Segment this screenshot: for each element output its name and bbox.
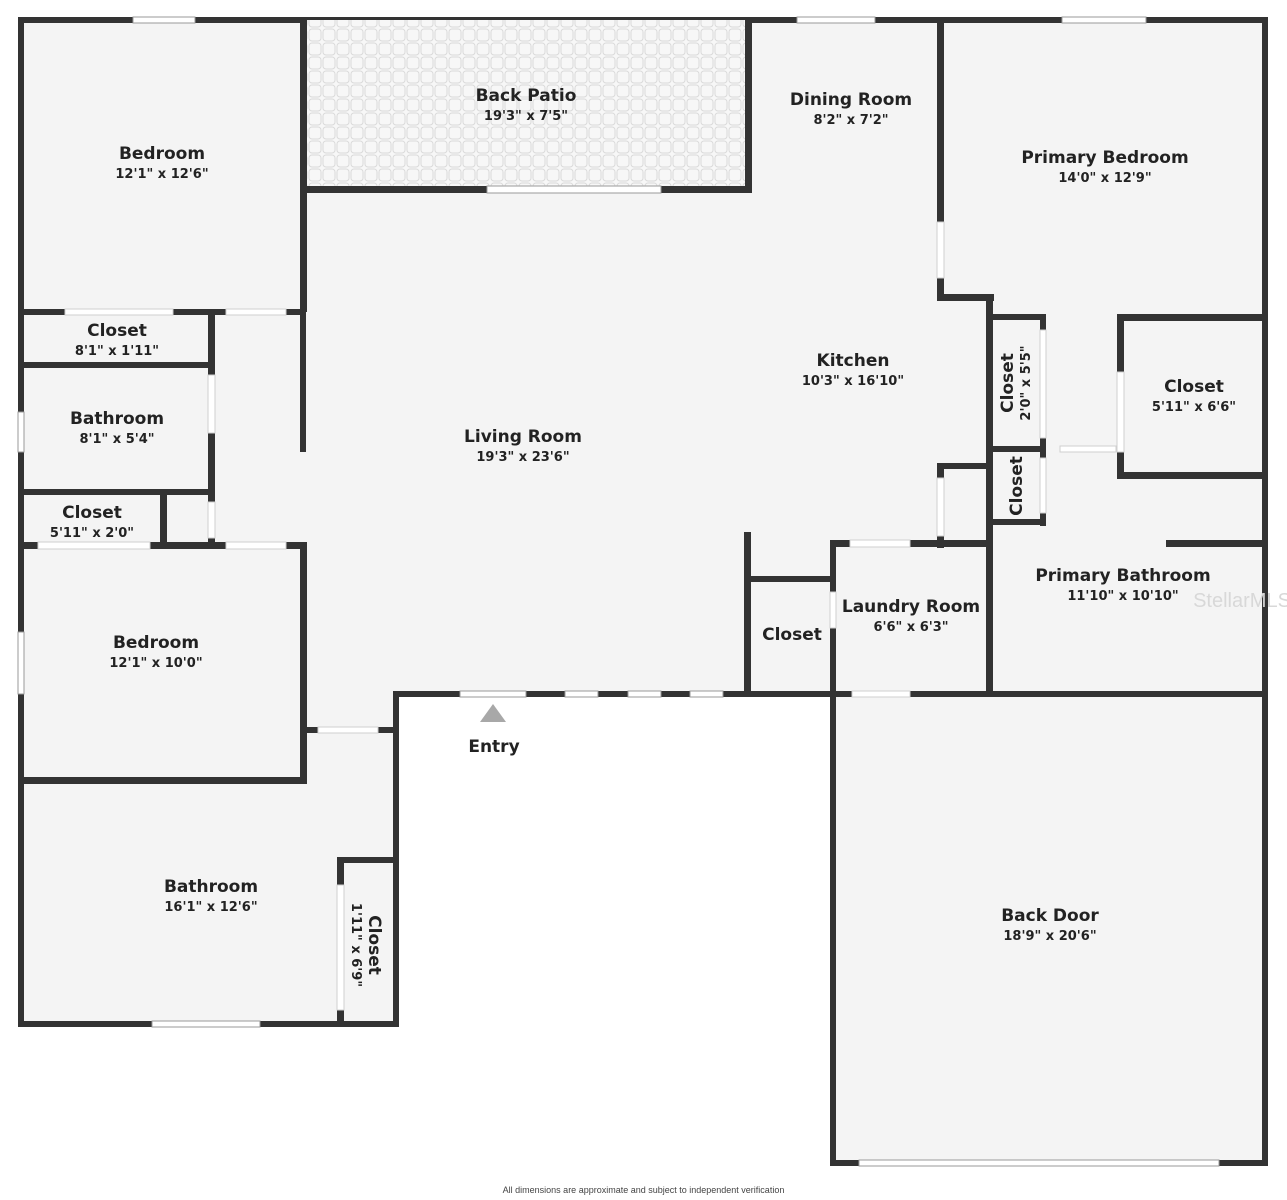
room-kitchen: Kitchen 10'3" x 16'10" — [802, 351, 904, 389]
room-name: Primary Bathroom — [1035, 566, 1210, 586]
watermark: StellarMLS — [1193, 590, 1287, 612]
room-dimensions: 8'2" x 7'2" — [813, 113, 888, 128]
room-name: Laundry Room — [842, 597, 980, 617]
window — [1061, 16, 1147, 24]
room-closet-hall-lower: Closet 5'11" x 2'0" — [50, 503, 134, 541]
garage-door — [858, 1159, 1220, 1167]
room-laundry-room: Laundry Room 6'6" x 6'3" — [842, 597, 980, 635]
room-dimensions: 19'3" x 7'5" — [484, 109, 568, 124]
entry-arrow-icon — [480, 704, 506, 722]
room-dimensions: 12'1" x 10'0" — [109, 656, 202, 671]
room-dimensions: 11'10" x 10'10" — [1067, 589, 1178, 604]
room-dimensions: 14'0" x 12'9" — [1058, 171, 1151, 186]
room-dimensions: 5'11" x 6'6" — [1152, 400, 1236, 415]
room-closet-primary-bath: Closet — [1007, 456, 1027, 516]
room-closet-hall-upper: Closet 8'1" x 1'11" — [75, 321, 159, 359]
window — [689, 690, 724, 698]
room-name: Bathroom — [164, 877, 258, 897]
window — [132, 16, 196, 24]
openings — [17, 16, 1220, 1167]
room-dimensions: 6'6" x 6'3" — [873, 620, 948, 635]
room-dimensions: 8'1" x 5'4" — [79, 432, 154, 447]
window — [627, 690, 662, 698]
room-dining-room: Dining Room 8'2" x 7'2" — [790, 90, 912, 128]
room-name: Closet — [998, 353, 1018, 413]
window — [796, 16, 876, 24]
room-dimensions: 2'0" x 5'5" — [1019, 345, 1034, 420]
doorways — [37, 221, 1125, 1011]
room-name: Dining Room — [790, 90, 912, 110]
room-name: Back Patio — [476, 86, 577, 106]
room-name: Kitchen — [817, 351, 890, 371]
room-dimensions: 16'1" x 12'6" — [164, 900, 257, 915]
window — [564, 690, 599, 698]
room-dimensions: 10'3" x 16'10" — [802, 374, 904, 389]
room-primary-bedroom: Primary Bedroom 14'0" x 12'9" — [1021, 148, 1188, 186]
room-closet-bath: Closet 1'11" x 6'9" — [348, 903, 384, 987]
room-bedroom-nw: Bedroom 12'1" x 12'6" — [115, 144, 208, 182]
room-dimensions: 5'11" x 2'0" — [50, 526, 134, 541]
room-name: Closet — [1007, 456, 1027, 516]
room-bathroom-large: Bathroom 16'1" x 12'6" — [164, 877, 258, 915]
window — [151, 1020, 261, 1028]
room-name: Bathroom — [70, 409, 164, 429]
room-name: Primary Bedroom — [1021, 148, 1188, 168]
room-bedroom-sw: Bedroom 12'1" x 10'0" — [109, 633, 202, 671]
room-back-door: Back Door 18'9" x 20'6" — [1001, 906, 1099, 944]
floor-fills — [20, 20, 1265, 1162]
window — [17, 631, 25, 695]
room-dimensions: 18'9" x 20'6" — [1003, 929, 1096, 944]
room-name: Closet — [87, 321, 147, 341]
patio-paving — [306, 20, 750, 190]
room-name: Back Door — [1001, 906, 1099, 926]
room-name: Closet — [364, 915, 384, 975]
room-living-room: Living Room 19'3" x 23'6" — [464, 427, 582, 465]
room-back-patio: Back Patio 19'3" x 7'5" — [476, 86, 577, 124]
room-labels: Bedroom 12'1" x 12'6" Back Patio 19'3" x… — [50, 86, 1236, 987]
room-dimensions: 8'1" x 1'11" — [75, 344, 159, 359]
entry-door — [459, 690, 527, 698]
window — [17, 411, 25, 453]
patio-door — [486, 185, 662, 194]
room-name: Closet — [1164, 377, 1224, 397]
room-dimensions: 1'11" x 6'9" — [348, 903, 363, 987]
room-name: Bedroom — [119, 144, 205, 164]
room-name: Closet — [762, 625, 822, 645]
room-dimensions: 19'3" x 23'6" — [476, 450, 569, 465]
room-dimensions: 12'1" x 12'6" — [115, 167, 208, 182]
room-primary-bathroom: Primary Bathroom 11'10" x 10'10" — [1035, 566, 1210, 604]
room-closet-primary-narrow: Closet 2'0" x 5'5" — [998, 345, 1034, 420]
room-closet-primary-walkin: Closet 5'11" x 6'6" — [1152, 377, 1236, 415]
room-closet-laundry: Closet — [762, 625, 822, 645]
room-name: Bedroom — [113, 633, 199, 653]
room-bathroom-hall: Bathroom 8'1" x 5'4" — [70, 409, 164, 447]
footer-disclaimer: All dimensions are approximate and subje… — [502, 1185, 785, 1195]
entry-label: Entry — [468, 737, 519, 757]
room-name: Living Room — [464, 427, 582, 447]
room-name: Closet — [62, 503, 122, 523]
